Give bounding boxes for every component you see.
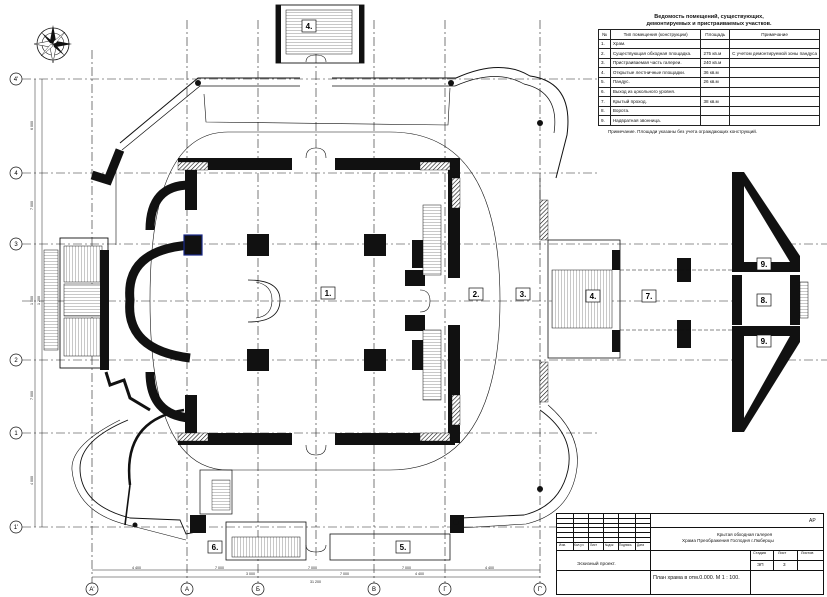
- schedule-note: Примечание. Площади указаны без учета ог…: [608, 128, 758, 134]
- tb-col-5: Дата: [637, 543, 645, 547]
- room-label-2: 2.: [473, 290, 480, 299]
- dim-left-2: 1 000: [30, 296, 34, 305]
- sheets-label: Листов: [801, 551, 814, 555]
- room-label-7: 7.: [646, 292, 653, 301]
- room-label-9-south: 9.: [761, 337, 768, 346]
- tb-col-3: №док: [605, 543, 614, 547]
- dim-bottom-4: 4 400: [485, 566, 494, 570]
- table-row: 4.Открытые лестничные площадки.36 кв.м: [598, 67, 820, 78]
- dimension-lines: [34, 79, 540, 578]
- sheet-title: План храма в отм.0.000. М 1 : 100.: [653, 575, 740, 581]
- project-title-line1: Крытая обходная галерея: [717, 532, 773, 537]
- dim-left-gap: 1 200: [37, 296, 41, 305]
- temple-hatched-walls: [177, 161, 549, 442]
- table-row: 3.Пристраиваемая часть галереи.240 кв.м: [598, 57, 820, 69]
- axis-label-3: 3: [14, 242, 18, 248]
- dim-bottom-1: 7 000: [215, 566, 224, 570]
- columns: [247, 234, 425, 371]
- axis-label-a-prime: А': [89, 587, 94, 593]
- axis-label-g: Г: [443, 587, 447, 593]
- dim-bottom-total: 31 200: [310, 580, 321, 584]
- tb-col-2: Лист: [590, 543, 597, 547]
- axis-label-1-prime: 1': [14, 525, 18, 531]
- room-label-3: 3.: [520, 290, 527, 299]
- table-row: 8.Ворота.: [598, 105, 820, 117]
- dim-left-4: 4 000: [30, 476, 34, 485]
- axis-label-4: 4: [14, 171, 18, 177]
- table-row: 5.Пандус.26 кв.м: [598, 76, 820, 88]
- drawing-code: АР: [809, 518, 816, 524]
- south-stairs-and-ramp: [190, 469, 464, 561]
- bell-tower-gates: [732, 172, 809, 432]
- title-block: Изм. Кол.уч Лист №док Подпись Дата АР Кр…: [556, 513, 824, 595]
- dim-inner-0: 3 000: [246, 572, 255, 576]
- axis-label-2: 2: [14, 358, 18, 364]
- axis-label-1: 1: [14, 431, 18, 437]
- stage-value: ЭП: [757, 562, 764, 567]
- tb-col-0: Изм.: [559, 543, 566, 547]
- dim-bottom-0: 4 400: [132, 566, 141, 570]
- sheet-value: 3: [783, 562, 786, 567]
- room-label-6: 6.: [212, 543, 219, 552]
- room-label-5: 5.: [400, 543, 407, 552]
- outer-gallery-outline: [71, 67, 578, 541]
- dim-left-3: 7 000: [30, 391, 34, 400]
- schedule-header-row: № Тип помещения (конструкции) Площадь Пр…: [598, 29, 820, 40]
- table-row: 1.Храм.: [598, 38, 820, 50]
- room-label-1: 1.: [325, 289, 332, 298]
- compass-rose-icon: [33, 25, 72, 64]
- dim-inner-2: 4 400: [415, 572, 424, 576]
- dim-inner-1: 7 000: [340, 572, 349, 576]
- dim-bottom-3: 7 000: [402, 566, 411, 570]
- door-swings: [305, 54, 431, 553]
- axis-label-a: А: [185, 587, 189, 593]
- dim-left-1: 7 000: [30, 201, 34, 210]
- axis-label-4-prime: 4': [14, 77, 18, 83]
- north-stair: [275, 4, 365, 64]
- room-label-9-north: 9.: [761, 260, 768, 269]
- highlighted-pier: [183, 234, 203, 256]
- temple-walls: [178, 158, 460, 445]
- table-row: 6.Выход из цокольного уровня.: [598, 86, 820, 98]
- dim-left-0: 6 000: [30, 121, 34, 130]
- room-label-8: 8.: [761, 296, 768, 305]
- apse-lobes: [125, 180, 281, 423]
- dim-bottom-2: 7 000: [308, 566, 317, 570]
- table-row: 2.Существующая обходная площадка.275 кв.…: [598, 48, 820, 59]
- table-row: 7.Крытый проход.38 кв.м: [598, 96, 820, 107]
- axis-label-g-prime: Г': [538, 587, 542, 593]
- room-schedule: Ведомость помещений, существующих, демон…: [598, 14, 820, 134]
- room-label-4-east: 4.: [590, 292, 597, 301]
- table-row: 9.Надвратная звонница.: [598, 115, 820, 126]
- schedule-title: Ведомость помещений, существующих, демон…: [646, 14, 772, 27]
- tb-col-1: Кол.уч: [574, 543, 584, 547]
- sheet-label: Лист: [778, 551, 787, 555]
- axis-label-b: Б: [256, 587, 260, 593]
- grid-lines: [22, 20, 827, 585]
- stage-label: Стадия: [753, 551, 766, 555]
- schedule-table: № Тип помещения (конструкции) Площадь Пр…: [598, 29, 820, 126]
- gallery-posts: [132, 80, 543, 528]
- west-stair-block: [43, 148, 151, 412]
- project-phase: Эскизный проект.: [577, 562, 616, 567]
- east-stair-and-passage: [547, 239, 800, 359]
- axis-label-v: В: [372, 587, 376, 593]
- tb-col-4: Подпись: [619, 543, 632, 547]
- project-title-line2: Храма Преображения Господня г.Люберцы: [682, 538, 774, 543]
- interior-stairs: [422, 204, 442, 401]
- room-label-4-north: 4.: [306, 22, 313, 31]
